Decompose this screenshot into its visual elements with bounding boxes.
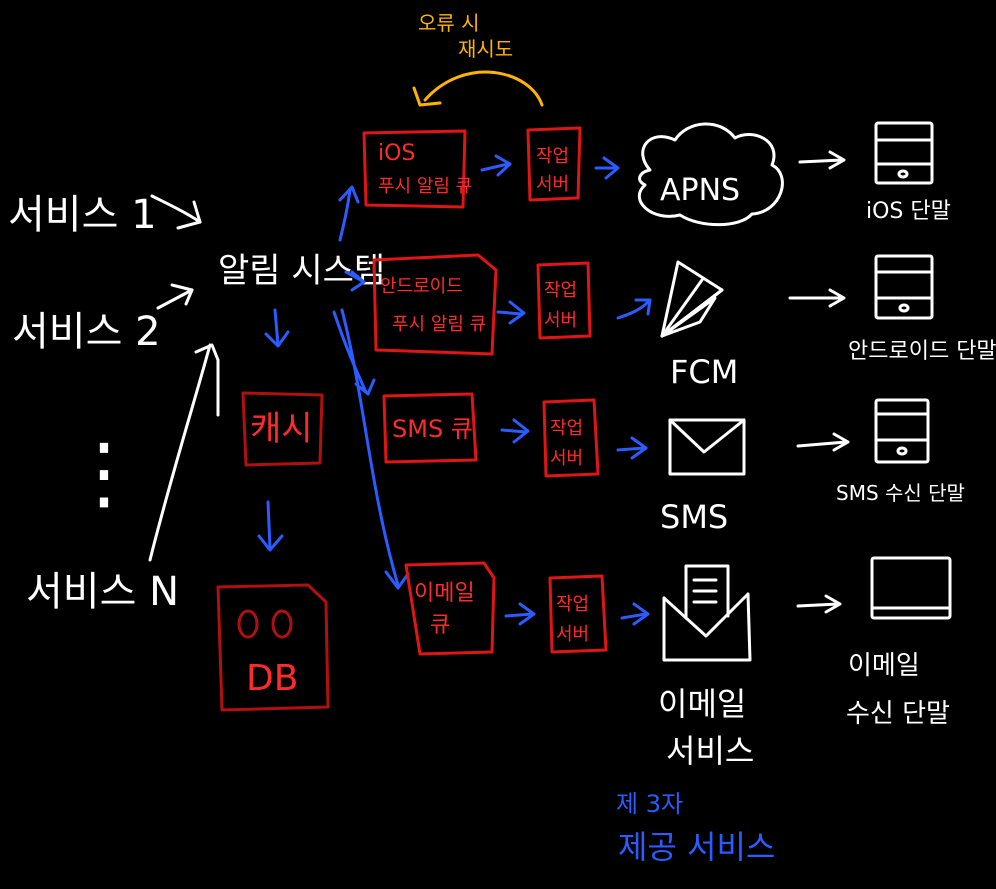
email-service-label-1: 이메일 <box>658 685 746 723</box>
email-device-label-1: 이메일 <box>848 651 920 681</box>
apns-label: APNS <box>660 173 740 208</box>
sms-envelope-icon <box>668 418 746 476</box>
android-queue-box: 안드로이드 푸시 알림 큐 <box>372 253 498 356</box>
email-queue-label-2: 큐 <box>430 613 450 638</box>
notification-system-label: 알림 시스템 <box>218 251 385 291</box>
email-service-icon <box>662 564 752 662</box>
android-worker-to-fcm-arrow <box>616 298 652 320</box>
sms-worker-label-2: 서버 <box>550 448 583 469</box>
email-service-label-2: 서비스 <box>666 732 754 770</box>
sms-worker-label-1: 작업 <box>550 418 583 439</box>
sms-queue-to-worker-arrow <box>500 418 530 444</box>
ios-queue-label-1: iOS <box>378 141 415 166</box>
cache-box: 캐시 <box>241 391 324 467</box>
email-device <box>870 556 952 620</box>
system-to-android-queue-arrow <box>344 270 366 292</box>
fcm-to-android-device-arrow <box>788 288 846 308</box>
android-worker-label-1: 작업 <box>544 280 577 301</box>
android-queue-label-2: 푸시 알림 큐 <box>392 314 486 335</box>
email-worker-to-email-service-arrow <box>620 602 650 626</box>
system-to-cache-arrow <box>264 308 290 348</box>
db-label: DB <box>246 658 298 699</box>
ios-worker-box: 작업 서버 <box>526 126 582 202</box>
sms-to-sms-device-arrow <box>796 432 850 452</box>
sms-queue-label: SMS 큐 <box>392 415 473 443</box>
service-2-arrow <box>156 283 194 310</box>
service-n-label: 서비스 N <box>26 569 179 615</box>
sms-device <box>874 398 930 464</box>
ios-device-label: iOS 단말 <box>866 199 951 224</box>
ios-worker-label-1: 작업 <box>536 146 569 167</box>
retry-note-line-1: 오류 시 <box>418 11 480 35</box>
email-queue-to-worker-arrow <box>504 602 536 626</box>
cache-label: 캐시 <box>250 409 313 449</box>
retry-note-line-2: 재시도 <box>458 37 513 61</box>
sms-worker-to-sms-arrow <box>616 436 648 460</box>
ios-worker-label-2: 서버 <box>536 174 569 195</box>
apns-cloud: APNS <box>637 122 784 227</box>
android-worker-label-2: 서버 <box>544 310 577 331</box>
android-queue-label-1: 안드로이드 <box>380 276 463 297</box>
cache-to-db-arrow <box>257 500 284 552</box>
system-to-sms-queue-arrow <box>332 310 376 396</box>
service-1-label: 서비스 1 <box>8 192 157 238</box>
sms-label: SMS <box>660 498 728 536</box>
service-n-arrow <box>148 343 220 562</box>
service-1-arrow <box>150 194 202 230</box>
sms-worker-box: 작업 서버 <box>542 398 600 478</box>
email-device-label-2: 수신 단말 <box>846 699 950 729</box>
apns-to-ios-device-arrow <box>798 150 846 170</box>
sms-queue-box: SMS 큐 <box>382 392 478 464</box>
android-worker-box: 작업 서버 <box>536 261 592 340</box>
system-to-email-queue-arrow <box>340 308 410 590</box>
ios-device <box>874 121 934 185</box>
system-to-ios-queue-arrow <box>338 185 360 242</box>
ios-worker-to-apns-arrow <box>594 156 620 180</box>
third-party-note-line-1: 제 3자 <box>616 790 683 818</box>
fcm-icon <box>660 260 724 338</box>
android-device-label: 안드로이드 단말 <box>848 339 996 364</box>
android-device <box>874 254 934 320</box>
ios-queue-label-2: 푸시 알림 큐 <box>378 176 472 197</box>
ios-queue-to-worker-arrow <box>480 154 512 177</box>
email-queue-box: 이메일 큐 <box>404 561 496 656</box>
third-party-note-line-2: 제공 서비스 <box>618 828 775 866</box>
services-ellipsis: ⋮ <box>64 426 144 519</box>
email-worker-box: 작업 서버 <box>548 574 608 654</box>
email-queue-label-1: 이메일 <box>414 581 475 606</box>
db-box: DB <box>216 583 330 712</box>
email-worker-label-1: 작업 <box>556 594 589 615</box>
retry-arrow <box>412 70 544 107</box>
service-2-label: 서비스 2 <box>12 309 161 355</box>
email-worker-label-2: 서버 <box>556 624 589 645</box>
ios-queue-box: iOS 푸시 알림 큐 <box>362 129 472 209</box>
fcm-label: FCM <box>670 353 738 391</box>
sms-device-label: SMS 수신 단말 <box>836 481 965 505</box>
android-queue-to-worker-arrow <box>496 300 526 325</box>
email-service-to-email-device-arrow <box>796 594 842 614</box>
